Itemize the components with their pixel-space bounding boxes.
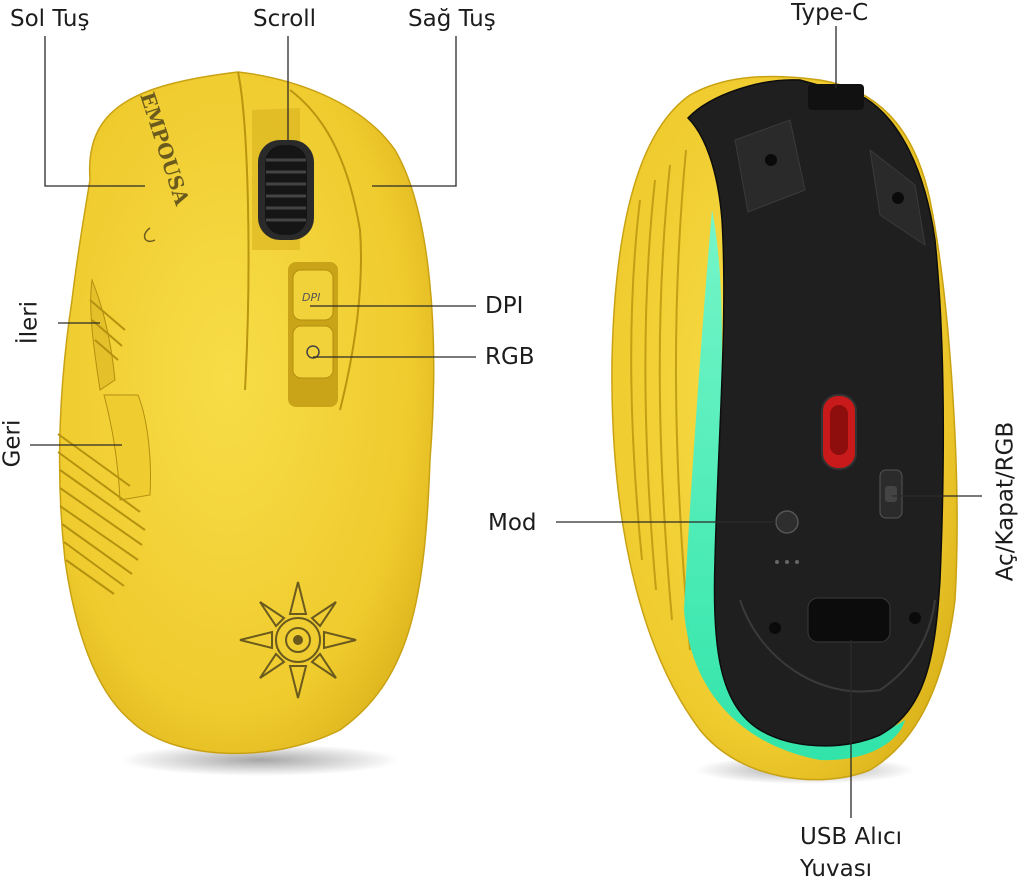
side-grip [57,299,146,595]
usb-receiver-slot [807,597,891,643]
mouse-top-view: DPI EMPOUSA [57,71,435,755]
left-mouse-shadow [120,744,400,776]
dpi-engraving: DPI [302,291,320,304]
label-back: Geri [0,419,26,468]
bottom-foot [739,599,936,693]
screw-hole [909,612,921,624]
type-c-port [808,84,864,110]
brand-swirl [143,227,156,242]
label-rgb: RGB [485,344,535,370]
label-usb-line2: Yuvası [800,856,873,882]
label-usb-line1: USB Alıcı [800,824,903,850]
label-right-button: Sağ Tuş [408,6,496,32]
bottom-black-base [686,79,945,747]
forward-button[interactable] [90,278,116,391]
mode-button[interactable] [775,510,799,534]
mouse-bottom-view [611,75,958,781]
rgb-button[interactable] [292,325,334,379]
mode-indicator-dots [775,560,799,564]
left-button-seam [237,71,250,391]
mouse-foot-top-left [734,119,806,213]
scroll-wheel [258,140,314,240]
label-forward: İleri [16,300,43,345]
label-left-button: Sol Tuş [10,6,90,32]
screw-hole [892,192,904,204]
leader-lines [30,26,982,818]
screw-hole [769,622,781,634]
sun-emblem [239,581,357,699]
right-button-seam [289,89,362,411]
leader-right-button [372,36,457,187]
label-dpi: DPI [485,293,524,319]
label-mode: Mod [488,510,537,536]
dpi-button[interactable] [292,269,334,321]
screw-hole [765,154,777,166]
mouse-top-body [58,71,435,755]
shell-ridges [630,149,691,651]
leader-left-button [44,36,145,187]
switch-knob [885,486,897,502]
label-power: Aç/Kapat/RGB [992,421,1019,582]
label-scroll: Scroll [253,6,317,32]
label-type-c: Type-C [791,0,869,26]
sensor-lens [830,405,848,455]
back-button[interactable] [103,394,151,501]
sun-icon [306,345,320,359]
